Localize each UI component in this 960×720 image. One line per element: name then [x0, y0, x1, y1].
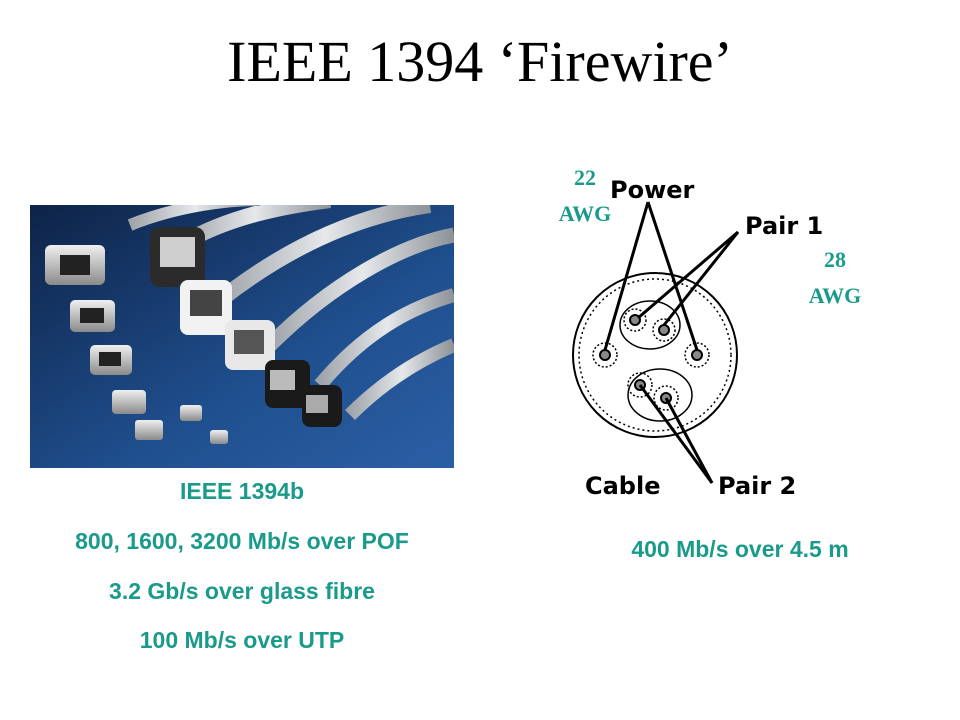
cable-cross-section-diagram [572, 201, 740, 484]
speed-line-utp: 100 Mb/s over UTP [139, 627, 345, 653]
gauge-28-unit: AWG [808, 283, 862, 308]
power-label: Power [610, 176, 695, 204]
connectors-photo [30, 205, 454, 468]
gauge-22-number: 22 [574, 165, 596, 190]
gauge-22-awg-label: 22 AWG [540, 160, 630, 232]
pair-2-label: Pair 2 [718, 472, 797, 500]
firewire-speed-text: 400 Mb/s over 4.5 m [631, 536, 849, 562]
pair-1-label: Pair 1 [745, 212, 824, 240]
ieee-1394b-heading: IEEE 1394b [179, 478, 305, 504]
slide-title: IEEE 1394 ‘Firewire’ [227, 29, 733, 94]
speed-line-pof: 800, 1600, 3200 Mb/s over POF [75, 528, 409, 554]
gauge-28-awg-label: 28 AWG [790, 242, 880, 314]
speed-line-glass: 3.2 Gb/s over glass fibre [109, 578, 375, 604]
cable-label: Cable [585, 472, 661, 500]
gauge-28-number: 28 [824, 247, 846, 272]
gauge-22-unit: AWG [558, 201, 612, 226]
